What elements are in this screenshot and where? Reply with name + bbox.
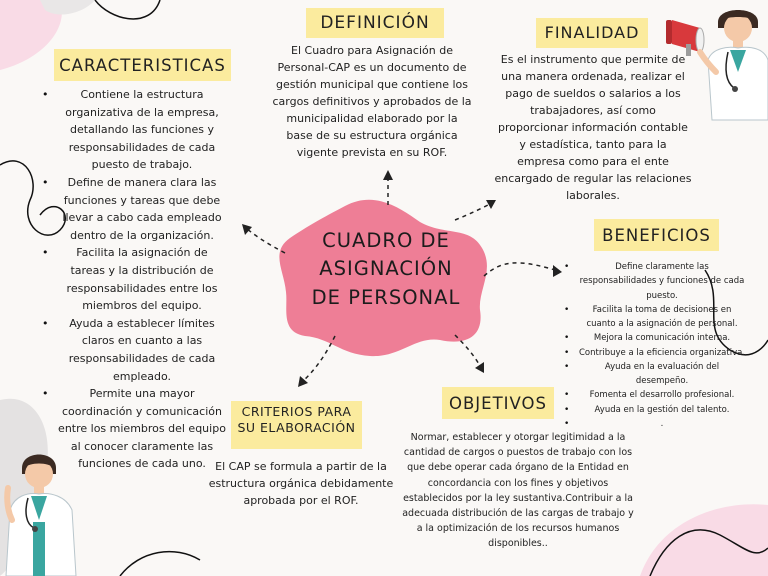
objetivos-label: OBJETIVOS — [442, 387, 554, 419]
arrow-down-right — [454, 334, 482, 369]
arrowhead-down-left — [298, 376, 308, 387]
list-item: Ayuda en la evaluación del desempeño. — [564, 360, 746, 389]
squiggle-bottom-left — [119, 550, 201, 576]
finalidad-label: FINALIDAD — [536, 18, 648, 48]
doctor-top-illustration — [697, 10, 768, 121]
caracteristicas-list: Contiene la estructura organizativa de l… — [42, 86, 226, 473]
criterios-label: CRITERIOS PARA SU ELABORACIÓN — [231, 401, 362, 449]
arrow-up-right — [454, 202, 493, 221]
list-item: Define claramente las responsabilidades … — [564, 260, 746, 303]
center-title-line-1: CUADRO DE — [322, 229, 450, 252]
list-item: Ayuda en la gestión del talento. — [564, 403, 746, 418]
arrowhead-right — [553, 265, 562, 277]
arrow-left — [245, 227, 286, 254]
finalidad-text: Es el instrumento que permite de una man… — [494, 53, 692, 203]
squiggle-bottom-right — [649, 529, 768, 576]
grey-blob-top-left — [40, 0, 95, 15]
beneficios-label: BENEFICIOS — [594, 219, 719, 251]
list-item: Mejora la comunicación interna. — [564, 331, 746, 346]
definicion-text: El Cuadro para Asignación de Personal-CA… — [272, 44, 472, 160]
list-item: Contribuye a la eficiencia organizativa. — [564, 346, 746, 361]
caracteristicas-label: CARACTERISTICAS — [54, 49, 231, 81]
center-title: CUADRO DE ASIGNACIÓN DE PERSONAL — [296, 227, 476, 312]
list-item: . — [564, 417, 746, 432]
list-item: Facilita la asignación de tareas y la di… — [42, 244, 226, 314]
objetivos-text: Normar, establecer y otorgar legitimidad… — [402, 432, 634, 550]
grey-blob-bottom-left — [0, 398, 48, 576]
list-item: Contiene la estructura organizativa de l… — [42, 86, 226, 174]
squiggle-top-left — [94, 0, 161, 20]
list-item: Define de manera clara las funciones y t… — [42, 174, 226, 244]
center-title-line-2: ASIGNACIÓN — [319, 257, 453, 281]
pink-blob-bottom-right — [640, 504, 768, 576]
list-item: Fomenta el desarrollo profesional. — [564, 388, 746, 403]
arrowhead-up — [383, 170, 393, 180]
beneficios-list: Define claramente las responsabilidades … — [564, 260, 746, 432]
center-title-line-3: DE PERSONAL — [311, 285, 461, 309]
definicion-label: DEFINICIÓN — [306, 8, 444, 38]
arrow-right — [483, 262, 556, 277]
arrowhead-down-right — [475, 362, 484, 373]
arrowhead-left — [242, 224, 252, 235]
list-item: Facilita la toma de decisiones en cuanto… — [564, 303, 746, 332]
list-item: Ayuda a establecer límites claros en cua… — [42, 315, 226, 385]
list-item: Permite una mayor coordinación y comunic… — [42, 385, 226, 473]
pink-blob-top-left — [0, 0, 62, 70]
criterios-text: El CAP se formula a partir de la estruct… — [208, 460, 394, 508]
arrow-down-left — [301, 335, 336, 383]
